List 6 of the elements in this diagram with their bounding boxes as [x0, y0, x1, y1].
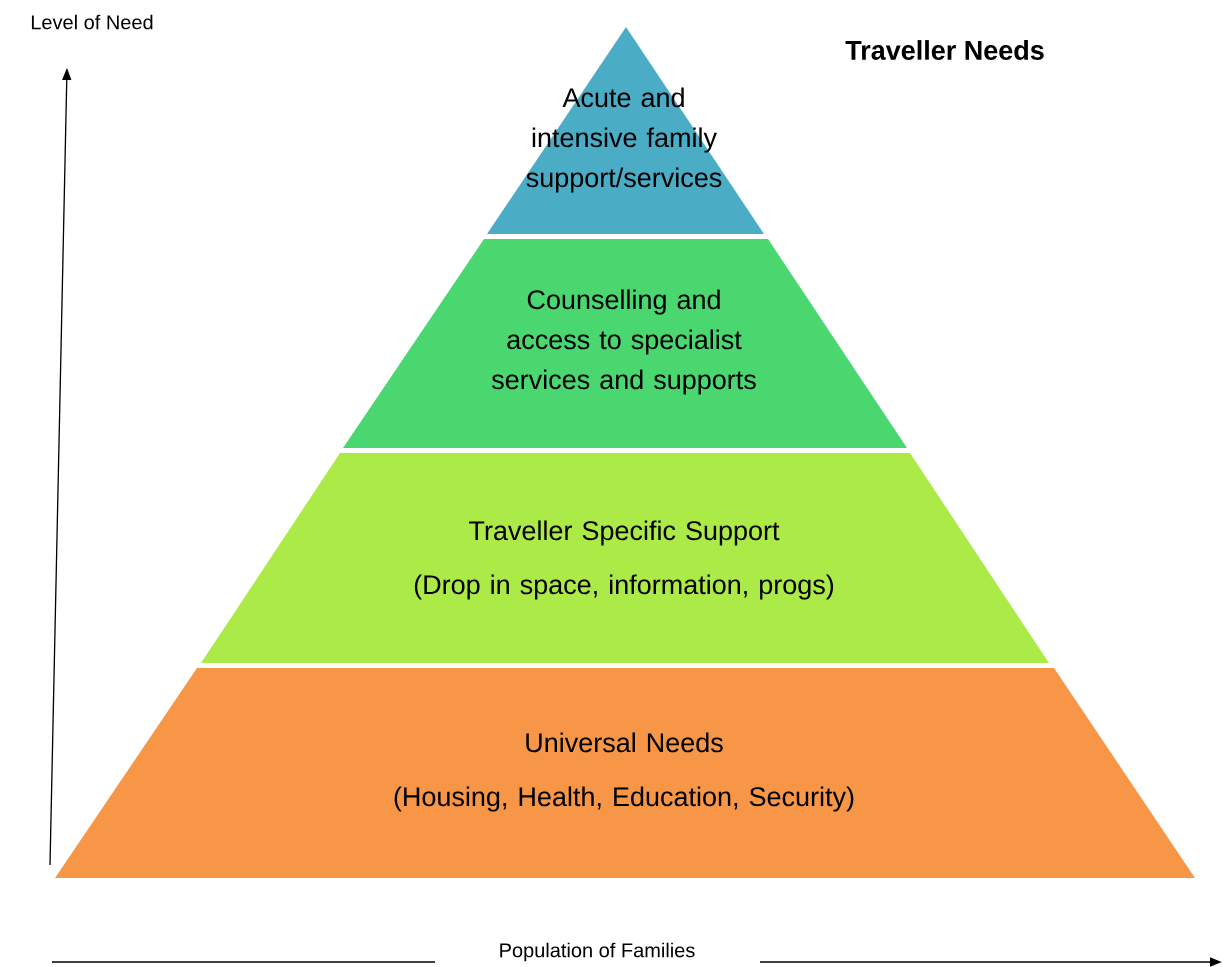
pyramid-layer: Traveller Specific Support (Drop in space, information, progs) [201, 453, 1049, 663]
title: Traveller Needs [845, 40, 1044, 60]
axis-label: Population of Families [500, 942, 695, 962]
axis-label: Level of Need [31, 14, 153, 30]
pyramid-layer: Universal Needs (Housing, Health, Education, Security) [55, 668, 1195, 878]
pyramid-layer: Counselling and access to specialist services and supports [343, 239, 907, 448]
